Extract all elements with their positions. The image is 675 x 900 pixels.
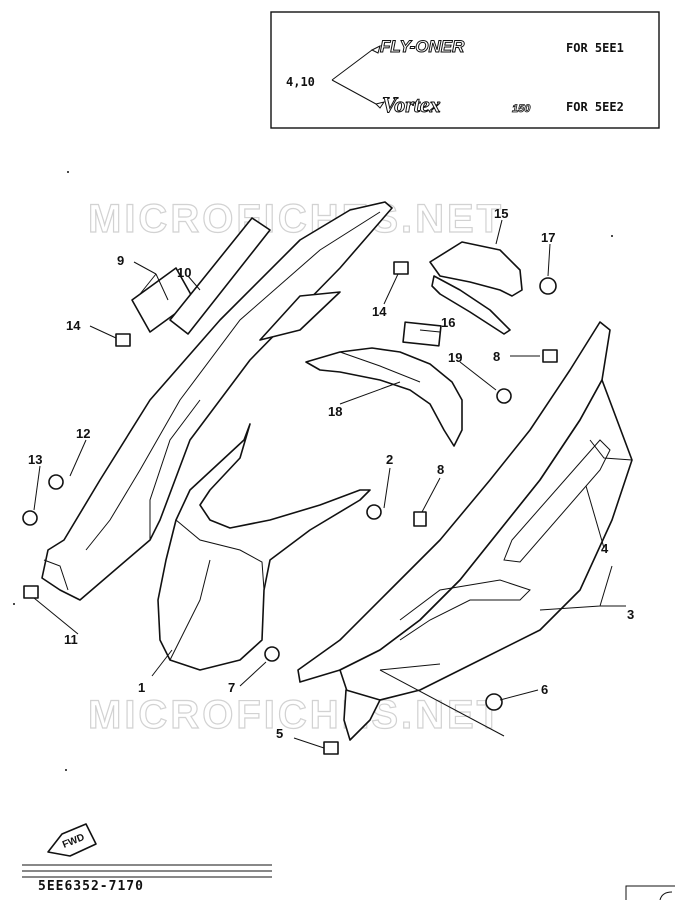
- logo-vortex-suffix: 150: [512, 103, 531, 115]
- callout-18: 18: [328, 404, 342, 419]
- legend-label-5ee2: FOR 5EE2: [566, 100, 624, 114]
- callout-3: 3: [627, 607, 634, 622]
- part-code: 5EE6352-7170: [38, 879, 144, 894]
- callout-7: 7: [228, 680, 235, 695]
- screw-19: [496, 388, 512, 404]
- screw-7: [264, 646, 280, 662]
- callout-1: 1: [138, 680, 145, 695]
- callout-4: 4: [601, 541, 609, 556]
- legend-ref: 4,10: [286, 75, 315, 89]
- screw-13: [22, 510, 38, 526]
- legend-leader: [331, 49, 377, 105]
- callout-10: 10: [177, 265, 191, 280]
- callout-9: 9: [117, 253, 124, 268]
- callout-14-left: 14: [66, 318, 81, 333]
- callout-14-right: 14: [372, 304, 387, 319]
- specks: [13, 171, 613, 771]
- callout-12: 12: [76, 426, 90, 441]
- legend-label-5ee1: FOR 5EE1: [566, 41, 624, 55]
- callout-2: 2: [386, 452, 393, 467]
- screw-12: [48, 474, 64, 490]
- callout-8-mid: 8: [437, 462, 444, 477]
- rear-bracket: [429, 241, 523, 335]
- callout-15: 15: [494, 206, 508, 221]
- front-cover: [157, 423, 371, 671]
- left-side-cover: [41, 201, 393, 601]
- inner-cowling: [305, 347, 463, 447]
- legend-arrow-1: [370, 45, 381, 54]
- fine-print-rows: [22, 864, 272, 878]
- callout-17: 17: [541, 230, 555, 245]
- leader-lines: [33, 219, 626, 749]
- screw-2: [366, 504, 382, 520]
- bolt-17: [539, 277, 557, 295]
- right-side-cover: [297, 321, 633, 741]
- fasteners: [22, 261, 558, 755]
- logo-fly-oner: FLY-ONER: [380, 37, 465, 56]
- callout-16: 16: [441, 315, 455, 330]
- nut-5: [323, 741, 339, 755]
- clip-14-left: [115, 333, 131, 347]
- callout-8-top: 8: [493, 349, 500, 364]
- legend-frame: [270, 11, 660, 129]
- clip-14-right: [393, 261, 409, 275]
- callout-5: 5: [276, 726, 283, 741]
- logo-vortex: Vortex: [382, 92, 441, 117]
- corner-glyph: [659, 891, 673, 900]
- watermark-bottom: MICROFICHES.NET: [88, 693, 504, 737]
- watermark-top: MICROFICHES.NET: [88, 197, 504, 241]
- sticker-16: [402, 321, 442, 347]
- callout-19: 19: [448, 350, 462, 365]
- clip-8-mid: [413, 511, 427, 527]
- callout-labels: 1 2 3 4 5 6 7 8 8 9 10 11 12 13 14 14 15…: [28, 206, 634, 741]
- fwd-arrow: FWD: [47, 823, 97, 857]
- variant-legend: 4,10 FLY-ONER FOR 5EE1 Vortex 150 FOR 5E…: [270, 11, 660, 129]
- corner-box: [625, 885, 675, 900]
- bolt-6: [485, 693, 503, 711]
- legend-arrow-2: [375, 101, 386, 109]
- nut-11: [23, 585, 39, 599]
- sticker-10: [169, 217, 271, 335]
- callout-13: 13: [28, 452, 42, 467]
- callout-11: 11: [64, 632, 78, 647]
- clip-8-top: [542, 349, 558, 363]
- callout-6: 6: [541, 682, 548, 697]
